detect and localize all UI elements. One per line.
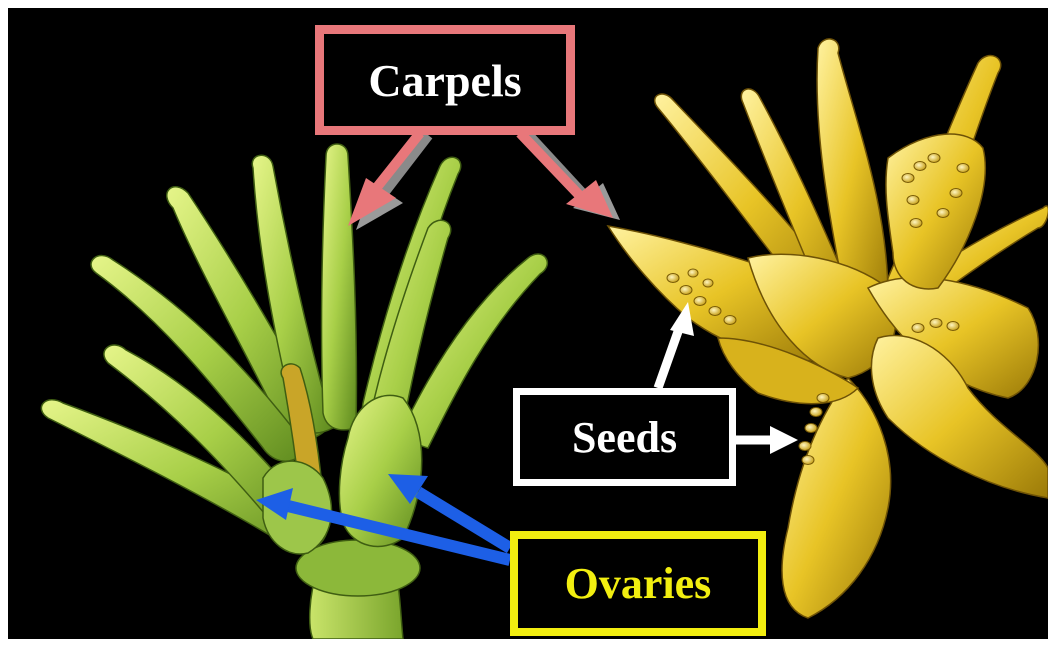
carpels-label: Carpels [368,54,521,107]
seeds-label-box: Seeds [513,388,736,486]
seeds-label: Seeds [572,412,677,463]
diagram-frame: Carpels Seeds Ovaries [8,8,1048,639]
carpels-arrows [348,133,620,230]
ovaries-label-box: Ovaries [510,531,766,636]
carpels-label-box: Carpels [315,25,575,135]
green-carpel-cluster [41,144,547,639]
ovaries-label: Ovaries [565,558,712,609]
